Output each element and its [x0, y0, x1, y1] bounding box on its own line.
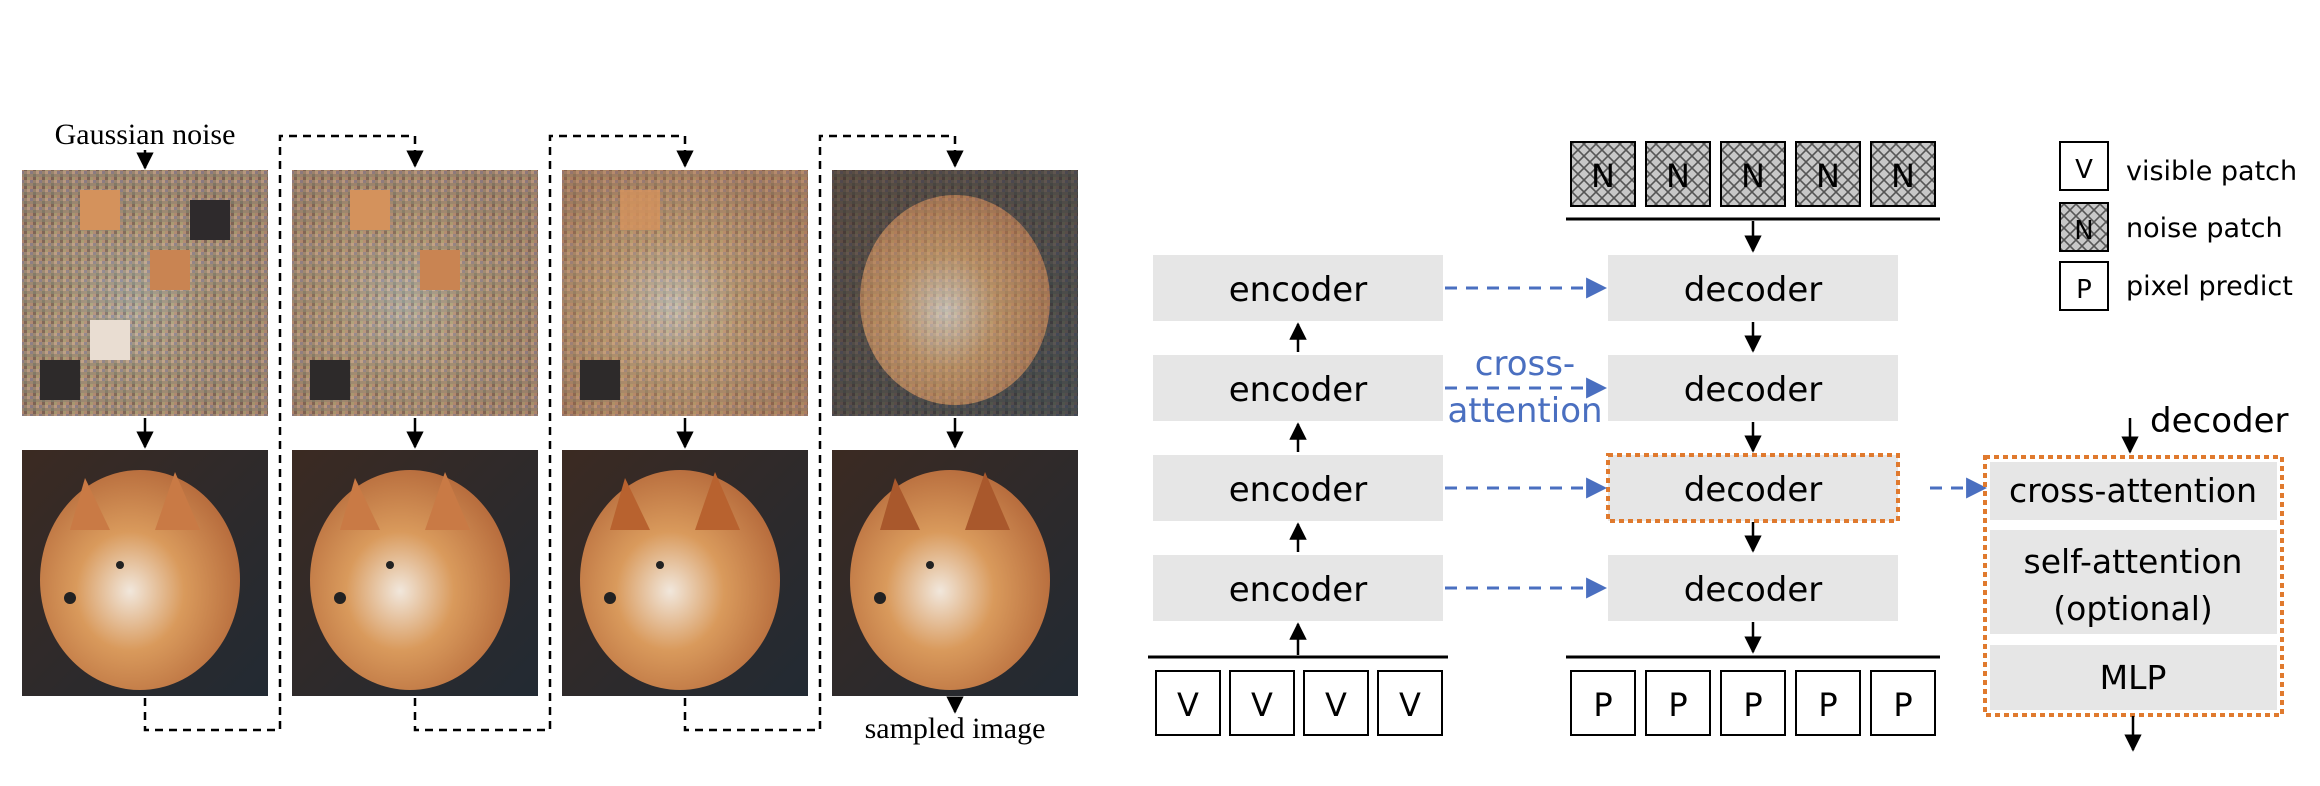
- visible-token: V: [1229, 670, 1295, 736]
- cross-attention-label-line1: cross-: [1475, 344, 1575, 384]
- svg-text:decoder: decoder: [1684, 270, 1822, 310]
- self-attention-layer: self-attention (optional): [1990, 530, 2277, 634]
- legend-item-predict: P pixel predict: [2059, 261, 2293, 311]
- svg-text:N: N: [1666, 157, 1690, 195]
- decoder-detail-title: decoder: [2150, 401, 2288, 441]
- decoder-block: decoder: [1608, 555, 1898, 621]
- decoder-block: decoder: [1608, 355, 1898, 421]
- svg-text:P: P: [2076, 275, 2092, 305]
- predict-token: P: [1570, 670, 1636, 736]
- decoder-detail: decoder cross-attention self-attention (…: [1983, 401, 2288, 752]
- svg-text:N: N: [1741, 157, 1765, 195]
- legend-item-noise: N noise patch: [2059, 202, 2283, 252]
- svg-text:N: N: [1816, 157, 1840, 195]
- noise-token: N: [1570, 141, 1636, 207]
- svg-text:V: V: [1399, 686, 1421, 724]
- loop-connector-3: [683, 134, 964, 732]
- visible-token: V: [1303, 670, 1369, 736]
- encoder-block: encoder: [1153, 355, 1443, 421]
- gaussian-noise-label: Gaussian noise: [55, 118, 236, 151]
- svg-text:P: P: [1743, 686, 1762, 724]
- predicted-image-4: [832, 450, 1078, 696]
- decoder-block-highlighted: decoder: [1606, 453, 1900, 523]
- loop-connector-1: [143, 134, 424, 732]
- noise-token: N: [1870, 141, 1936, 207]
- svg-text:visible patch: visible patch: [2126, 156, 2297, 187]
- predicted-image-1: [22, 450, 268, 696]
- svg-text:V: V: [1251, 686, 1273, 724]
- legend-item-visible: V visible patch: [2059, 141, 2297, 191]
- svg-text:encoder: encoder: [1229, 270, 1367, 310]
- noise-token: N: [1720, 141, 1786, 207]
- predict-token: P: [1720, 670, 1786, 736]
- visible-token: V: [1155, 670, 1221, 736]
- sampled-image-label: sampled image: [865, 712, 1046, 745]
- noisy-image-4: [832, 170, 1078, 416]
- svg-text:MLP: MLP: [2100, 658, 2167, 697]
- svg-text:decoder: decoder: [1684, 470, 1822, 510]
- svg-text:encoder: encoder: [1229, 470, 1367, 510]
- svg-text:V: V: [1177, 686, 1199, 724]
- encoder-block: encoder: [1153, 255, 1443, 321]
- svg-text:N: N: [1891, 157, 1915, 195]
- loop-connector-2: [413, 134, 694, 732]
- noisy-image-2: [292, 170, 538, 416]
- svg-text:encoder: encoder: [1229, 370, 1367, 410]
- noisy-image-3: [562, 170, 808, 416]
- svg-text:P: P: [1893, 686, 1912, 724]
- cross-attention-label-line2: attention: [1447, 391, 1602, 431]
- svg-text:N: N: [2074, 216, 2093, 246]
- svg-text:pixel predict: pixel predict: [2126, 271, 2293, 302]
- noise-token: N: [1645, 141, 1711, 207]
- svg-text:(optional): (optional): [2053, 589, 2213, 628]
- decoder-detail-frame: [1983, 455, 2284, 717]
- svg-text:cross-attention: cross-attention: [2009, 471, 2257, 510]
- svg-text:decoder: decoder: [1684, 570, 1822, 610]
- encoder-block: encoder: [1153, 455, 1443, 521]
- predicted-image-2: [292, 450, 538, 696]
- visible-tokens: V V V V: [1148, 655, 1448, 736]
- predicted-image-3: [562, 450, 808, 696]
- svg-text:P: P: [1668, 686, 1687, 724]
- cross-attention-layer: cross-attention: [1990, 462, 2277, 520]
- predict-token: P: [1645, 670, 1711, 736]
- sampling-panel: Gaussian noise: [22, 118, 1078, 745]
- legend: V visible patch N noise patch P pixel pr…: [2059, 141, 2297, 311]
- encoder-block: encoder: [1153, 555, 1443, 621]
- architecture-panel: N N N N N encoder encoder encoder encode…: [1148, 141, 1988, 736]
- svg-text:V: V: [1325, 686, 1347, 724]
- svg-text:noise patch: noise patch: [2126, 213, 2283, 244]
- mlp-layer: MLP: [1990, 645, 2277, 710]
- svg-text:V: V: [2075, 155, 2093, 185]
- predict-tokens: P P P P P: [1566, 655, 1940, 736]
- svg-text:P: P: [1818, 686, 1837, 724]
- visible-token: V: [1377, 670, 1443, 736]
- svg-text:self-attention: self-attention: [2024, 542, 2243, 581]
- svg-text:encoder: encoder: [1229, 570, 1367, 610]
- noisy-image-1: [22, 170, 268, 416]
- noise-token: N: [1795, 141, 1861, 207]
- svg-text:N: N: [1591, 157, 1615, 195]
- svg-text:decoder: decoder: [1684, 370, 1822, 410]
- predict-token: P: [1795, 670, 1861, 736]
- decoder-block: decoder: [1608, 255, 1898, 321]
- predict-token: P: [1870, 670, 1936, 736]
- svg-text:P: P: [1593, 686, 1612, 724]
- noise-tokens: N N N N N: [1566, 141, 1940, 221]
